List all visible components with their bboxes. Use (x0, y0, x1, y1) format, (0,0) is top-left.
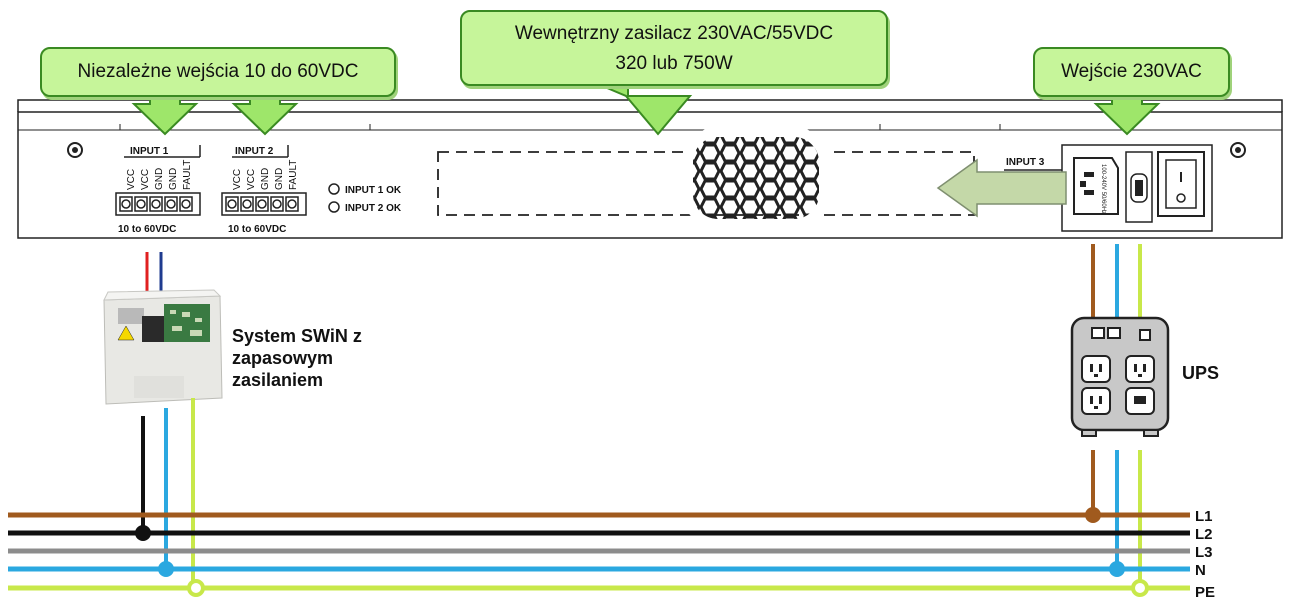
pin-label: GND (154, 168, 165, 190)
iec-socket-icon: 100-240V 50/60Hz (1073, 157, 1119, 215)
terminal-block-input1: INPUT 1 VCC VCC GND GND FAULT 10 to 60VD… (115, 145, 201, 235)
input2-header: INPUT 2 (235, 146, 274, 157)
callout-psu-line1: Wewnętrzny zasilacz 230VAC/55VDC (514, 23, 834, 44)
junction-dot (158, 561, 174, 577)
bus-labels: L1 L2 L3 N PE (1195, 508, 1215, 597)
ups-indicator-icon (1107, 327, 1121, 339)
junction-dot (135, 525, 151, 541)
input1-header: INPUT 1 (130, 146, 169, 157)
mounting-screw-left (67, 142, 83, 158)
led2-label: INPUT 2 OK (345, 203, 402, 214)
ac-input-section: INPUT 3 100-240V 50/60Hz (1004, 144, 1213, 232)
callout-dc-inputs: Niezależne wejścia 10 do 60VDC (40, 47, 396, 97)
pin-label: GND (274, 168, 285, 190)
swin-label: System SWiN z zapasowym zasilaniem (232, 326, 362, 390)
junction-dot (1109, 561, 1125, 577)
input1-pin-labels: VCC VCC GND GND FAULT (126, 160, 193, 190)
terminal-block-input2: INPUT 2 VCC VCC GND GND FAULT 10 to 60VD… (221, 145, 307, 235)
swin-label-line1: System SWiN z (232, 326, 362, 346)
ups-indicator-icon (1091, 327, 1105, 339)
junction-dot (187, 579, 205, 597)
pin-label: VCC (232, 169, 243, 190)
swin-label-line2: zapasowym (232, 348, 333, 368)
callout-ac-input-text: Wejście 230VAC (1061, 61, 1202, 82)
input2-range: 10 to 60VDC (228, 224, 286, 235)
junction-dot (1085, 507, 1101, 523)
fuse-holder-icon (1125, 151, 1153, 223)
power-flow-arrow (936, 158, 1067, 218)
junction-dot (1131, 579, 1149, 597)
terminal-screws (225, 196, 299, 212)
fan-grille-icon (683, 127, 829, 229)
callout-ac-input: Wejście 230VAC (1033, 47, 1230, 97)
bus-label-pe: PE (1195, 584, 1215, 597)
swin-system-image (103, 289, 223, 405)
outlet-icon (1081, 387, 1111, 415)
led1-label: INPUT 1 OK (345, 185, 402, 196)
ups-indicator-icon (1139, 329, 1151, 341)
svg-text:100-240V 50/60Hz: 100-240V 50/60Hz (1100, 164, 1106, 214)
input3-header: INPUT 3 (1006, 157, 1045, 168)
input1-range: 10 to 60VDC (118, 224, 176, 235)
bus-label-l1: L1 (1195, 508, 1213, 525)
bus-label-l2: L2 (1195, 526, 1213, 543)
ups-unit (1070, 316, 1170, 437)
led-input1: INPUT 1 OK (328, 183, 402, 196)
pin-label: FAULT (288, 160, 299, 190)
bus-label-n: N (1195, 562, 1206, 579)
bus-label-l3: L3 (1195, 544, 1213, 561)
pin-label: VCC (246, 169, 257, 190)
pin-label: VCC (140, 169, 151, 190)
swin-label-line3: zasilaniem (232, 370, 323, 390)
mounting-screw-right (1230, 142, 1246, 158)
input2-pin-labels: VCC VCC GND GND FAULT (232, 160, 299, 190)
outlet-icon (1125, 355, 1155, 383)
power-bus (8, 512, 1190, 591)
callout-psu-line2: 320 lub 750W (615, 53, 733, 74)
ups-label: UPS (1182, 363, 1219, 383)
pin-label: GND (260, 168, 271, 190)
callout-internal-psu: Wewnętrzny zasilacz 230VAC/55VDC 320 lub… (460, 10, 888, 86)
callout-dc-inputs-text: Niezależne wejścia 10 do 60VDC (77, 61, 359, 82)
terminal-screws (119, 196, 193, 212)
led-input2: INPUT 2 OK (328, 201, 402, 214)
outlet-icon (1081, 355, 1111, 383)
pin-label: FAULT (182, 160, 193, 190)
pin-label: VCC (126, 169, 137, 190)
pin-label: GND (168, 168, 179, 190)
power-switch-icon (1157, 151, 1205, 217)
